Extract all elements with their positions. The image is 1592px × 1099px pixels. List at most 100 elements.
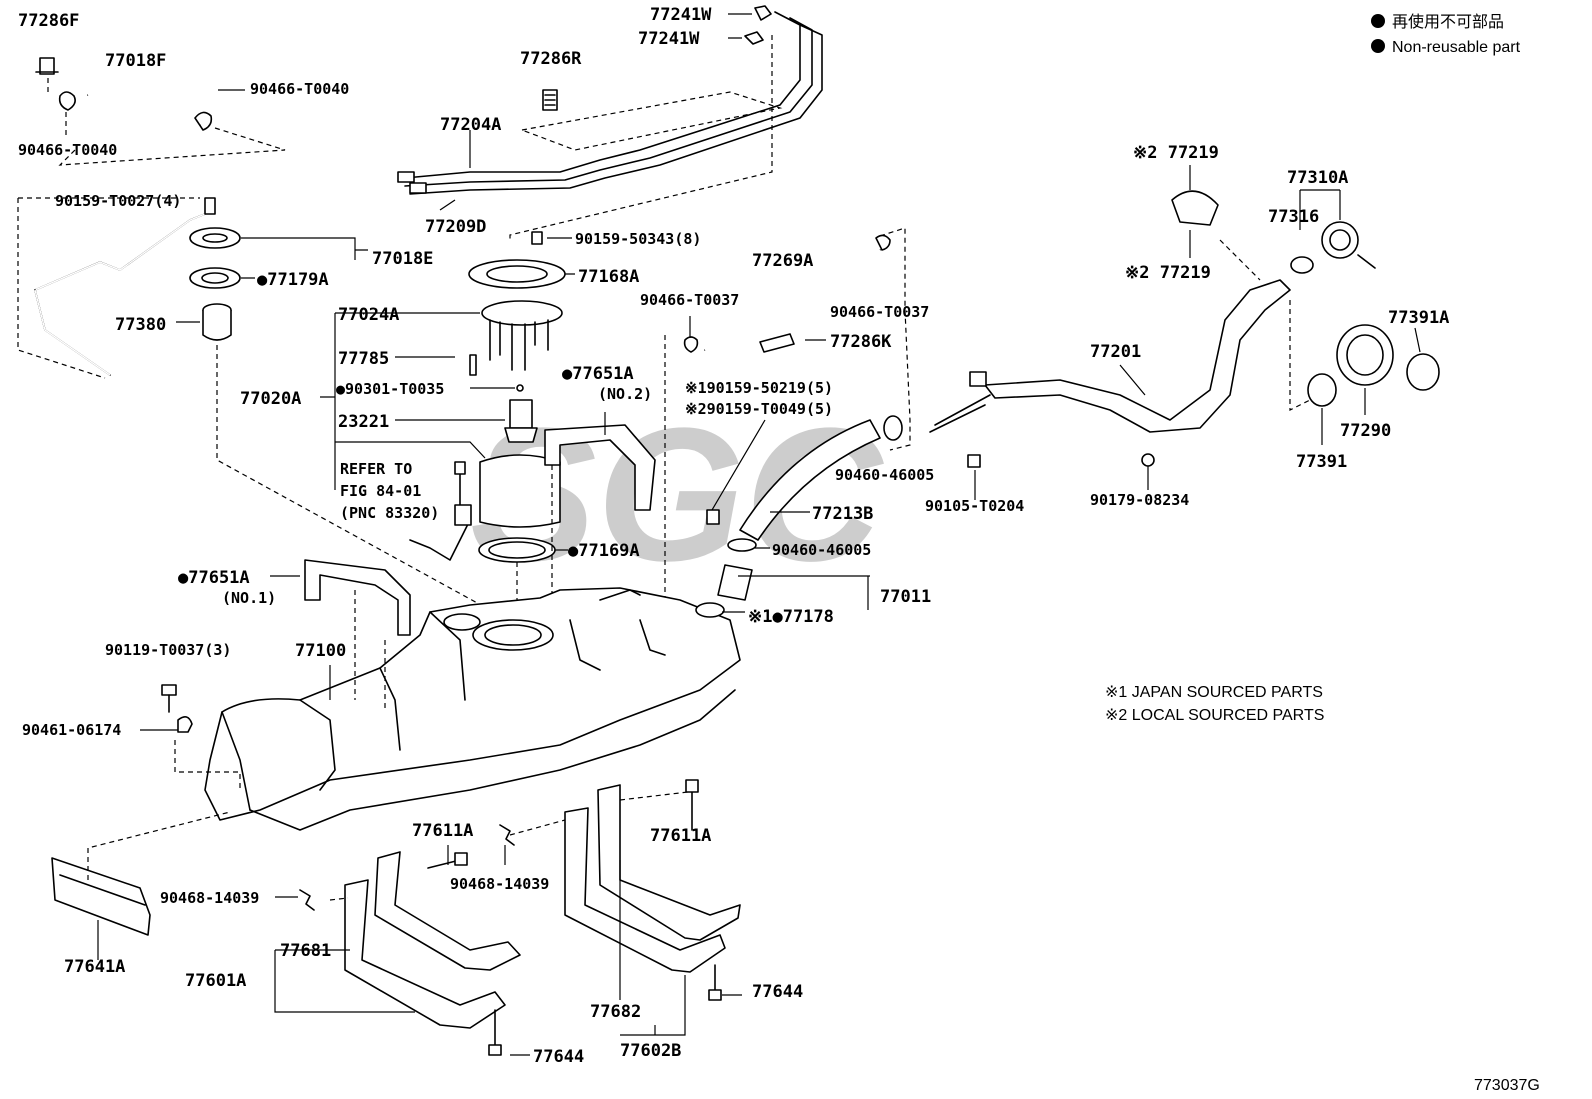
clamp-77286R bbox=[542, 89, 558, 111]
clip-77241W-b bbox=[744, 31, 764, 45]
label-77011[interactable]: 77011 bbox=[880, 587, 931, 607]
note-local-sourced: ※2 LOCAL SOURCED PARTS bbox=[1105, 707, 1324, 724]
hose-77269A bbox=[703, 247, 883, 354]
label-77611A-b[interactable]: 77611A bbox=[650, 826, 711, 846]
label-77241W-b[interactable]: 77241W bbox=[638, 29, 700, 49]
label-90466-T0037-b[interactable]: 90466-T0037 bbox=[830, 303, 929, 321]
label-90468-14039-a[interactable]: 90468-14039 bbox=[160, 889, 259, 907]
label-77219-b[interactable]: ※2 77219 bbox=[1125, 263, 1211, 283]
label-77213B[interactable]: 77213B bbox=[812, 504, 873, 524]
figure-code: 773037G bbox=[1474, 1077, 1540, 1094]
label-77682[interactable]: 77682 bbox=[590, 1002, 641, 1022]
bolt-90159-50219 bbox=[706, 509, 720, 525]
label-90468-14039-b[interactable]: 90468-14039 bbox=[450, 875, 549, 893]
label-77651A-no2[interactable]: ●77651A bbox=[562, 364, 634, 384]
label-90159-T0027[interactable]: 90159-T0027(4) bbox=[55, 192, 181, 210]
pump-housing bbox=[479, 454, 561, 528]
label-77209D[interactable]: 77209D bbox=[425, 217, 486, 237]
sender-gauge bbox=[409, 461, 472, 561]
strap-77651A-no1 bbox=[304, 559, 411, 636]
label-90179-08234[interactable]: 90179-08234 bbox=[1090, 491, 1189, 509]
gasket-77179A bbox=[189, 267, 241, 289]
label-77179A[interactable]: ●77179A bbox=[257, 270, 329, 290]
fuel-tank-77100 bbox=[204, 587, 741, 831]
gasket-77391 bbox=[1307, 373, 1337, 407]
protector-77641A bbox=[51, 857, 151, 936]
label-77204A[interactable]: 77204A bbox=[440, 115, 501, 135]
band-77681 bbox=[374, 851, 521, 971]
label-77644-b[interactable]: 77644 bbox=[752, 982, 803, 1002]
label-77391A[interactable]: 77391A bbox=[1388, 308, 1449, 328]
label-90105-T0204[interactable]: 90105-T0204 bbox=[925, 497, 1024, 515]
pump-23221 bbox=[504, 399, 538, 443]
label-refer-3: (PNC 83320) bbox=[340, 504, 439, 522]
label-90466-T0040-a[interactable]: 90466-T0040 bbox=[250, 80, 349, 98]
grommet-90179-08234 bbox=[1141, 453, 1155, 467]
label-no1: (NO.1) bbox=[222, 589, 276, 607]
label-77644-a[interactable]: 77644 bbox=[533, 1047, 584, 1067]
bolt-90105-T0204 bbox=[967, 454, 981, 468]
clip-77286F-drawing bbox=[35, 57, 59, 75]
band-77601A bbox=[344, 879, 506, 1029]
clamp-90466-T0040-left bbox=[58, 91, 76, 111]
label-77601A[interactable]: 77601A bbox=[185, 971, 246, 991]
label-77391[interactable]: 77391 bbox=[1296, 452, 1347, 472]
label-77219-a[interactable]: ※2 77219 bbox=[1133, 143, 1219, 163]
label-77100[interactable]: 77100 bbox=[295, 641, 346, 661]
label-77380[interactable]: 77380 bbox=[115, 315, 166, 335]
label-77681[interactable]: 77681 bbox=[280, 941, 331, 961]
label-77310A[interactable]: 77310A bbox=[1287, 168, 1348, 188]
label-90461-06174[interactable]: 90461-06174 bbox=[22, 721, 121, 739]
label-77024A[interactable]: 77024A bbox=[338, 305, 399, 325]
band-77682 bbox=[597, 784, 741, 941]
clamp-90460-46005-lower bbox=[727, 538, 757, 552]
label-77602B[interactable]: 77602B bbox=[620, 1041, 681, 1061]
label-90119-T0037[interactable]: 90119-T0037(3) bbox=[105, 641, 231, 659]
label-refer-1: REFER TO bbox=[340, 460, 412, 478]
label-77020A[interactable]: 77020A bbox=[240, 389, 301, 409]
label-77169A[interactable]: ●77169A bbox=[568, 541, 640, 561]
legend-non-reusable-jp: 再使用不可部品 bbox=[1392, 13, 1504, 31]
label-77611A-a[interactable]: 77611A bbox=[412, 821, 473, 841]
label-90466-T0037-a[interactable]: 90466-T0037 bbox=[640, 291, 739, 309]
filter-77380 bbox=[202, 303, 232, 341]
strap-77651A-no2 bbox=[544, 424, 656, 511]
label-90159-50343[interactable]: 90159-50343(8) bbox=[575, 230, 701, 248]
bracket-90461-06174 bbox=[177, 716, 193, 733]
label-77018E[interactable]: 77018E bbox=[372, 249, 433, 269]
sender-plate-77018E bbox=[189, 227, 241, 249]
label-77241W-a[interactable]: 77241W bbox=[650, 5, 712, 25]
label-77316[interactable]: 77316 bbox=[1268, 207, 1319, 227]
label-refer-2[interactable]: FIG 84-01 bbox=[340, 482, 421, 500]
legend-non-reusable-en: Non-reusable part bbox=[1392, 39, 1521, 56]
label-77168A[interactable]: 77168A bbox=[578, 267, 639, 287]
fuel-cap-77310A bbox=[1321, 221, 1376, 269]
label-77286K[interactable]: 77286K bbox=[830, 332, 892, 352]
label-90301-T0035[interactable]: ●90301-T0035 bbox=[336, 380, 444, 398]
gasket-77316 bbox=[1290, 256, 1314, 274]
label-77651A-no1[interactable]: ●77651A bbox=[178, 568, 250, 588]
label-77785[interactable]: 77785 bbox=[338, 349, 389, 369]
label-290159-T0049[interactable]: ※290159-T0049(5) bbox=[685, 400, 833, 418]
hose-77018F-drawing bbox=[87, 88, 202, 128]
label-190159-50219[interactable]: ※190159-50219(5) bbox=[685, 379, 833, 397]
label-77201[interactable]: 77201 bbox=[1090, 342, 1141, 362]
label-77290[interactable]: 77290 bbox=[1340, 421, 1391, 441]
clip-90468-14039-right bbox=[499, 824, 515, 846]
label-77286R[interactable]: 77286R bbox=[520, 49, 582, 69]
label-90460-46005-a[interactable]: 90460-46005 bbox=[835, 466, 934, 484]
label-90466-T0040-b[interactable]: 90466-T0040 bbox=[18, 141, 117, 159]
gasket-77391A bbox=[1406, 353, 1440, 391]
label-77286F[interactable]: 77286F bbox=[18, 11, 79, 31]
bolt-90159-50343 bbox=[531, 231, 543, 245]
pipe-77011 bbox=[717, 564, 753, 601]
label-77018F[interactable]: 77018F bbox=[105, 51, 166, 71]
note-japan-sourced: ※1 JAPAN SOURCED PARTS bbox=[1105, 684, 1323, 701]
label-77641A[interactable]: 77641A bbox=[64, 957, 125, 977]
label-77269A[interactable]: 77269A bbox=[752, 251, 813, 271]
label-77178[interactable]: ※1●77178 bbox=[748, 607, 834, 627]
label-90460-46005-b[interactable]: 90460-46005 bbox=[772, 541, 871, 559]
o-ring-90301-T0035 bbox=[516, 384, 524, 392]
label-23221[interactable]: 23221 bbox=[338, 412, 389, 432]
